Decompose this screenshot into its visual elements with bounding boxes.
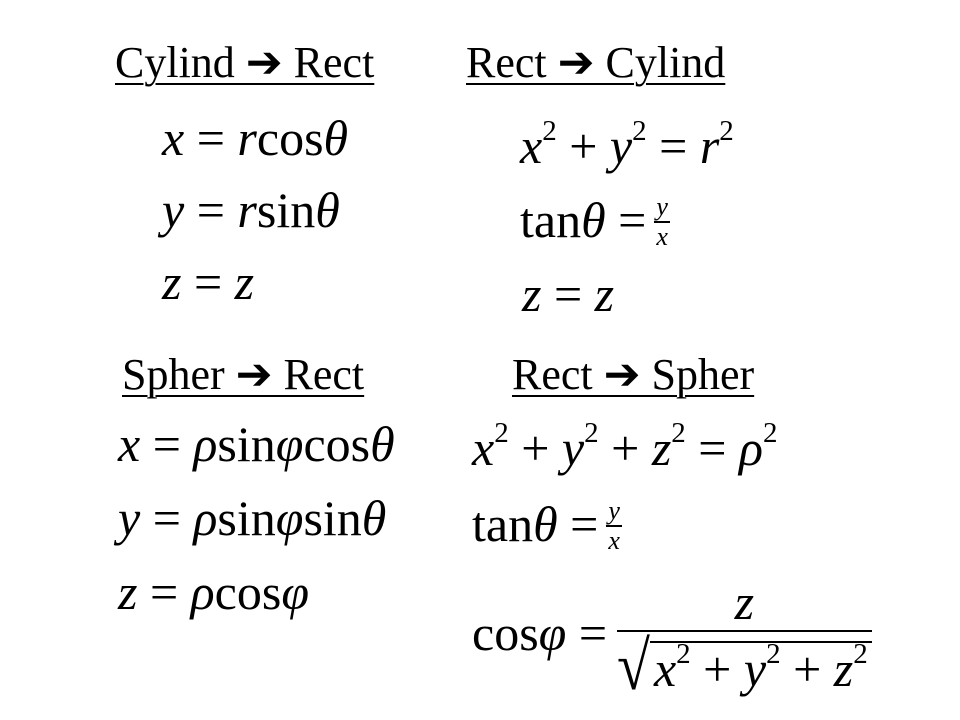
radicand: x2 + y2 + z2	[649, 638, 872, 703]
fraction-z-over-root: z √x2 + y2 + z2	[617, 574, 872, 703]
heading-rectangular-to-cylindrical: Rect ➔ Cylind	[466, 38, 726, 87]
equation-spher-y: y = ρsinφsinθ	[118, 490, 387, 546]
equation-spher-cos: cosφ = z √x2 + y2 + z2	[472, 574, 872, 703]
equation-cyl-y: y = rsinθ	[162, 182, 340, 238]
equation-cyl-z2: z = z	[522, 266, 615, 322]
equation-spher-x: x = ρsinφcosθ	[118, 416, 395, 472]
heading-spherical-to-rectangular: Spher ➔ Rect	[122, 350, 365, 399]
equation-spher-rho: x2 + y2 + z2 = ρ2	[472, 416, 778, 476]
equation-cyl-z: z = z	[162, 254, 255, 310]
equation-cyl-radius: x2 + y2 = r2	[520, 114, 734, 174]
equation-spher-z: z = ρcosφ	[118, 564, 309, 620]
equation-cyl-x: x = rcosθ	[162, 110, 349, 166]
square-root-symbol: √	[617, 628, 650, 704]
heading-cylindrical-to-rectangular: Cylind ➔ Rect	[115, 38, 375, 87]
heading-rectangular-to-spherical: Rect ➔ Spher	[512, 350, 755, 399]
